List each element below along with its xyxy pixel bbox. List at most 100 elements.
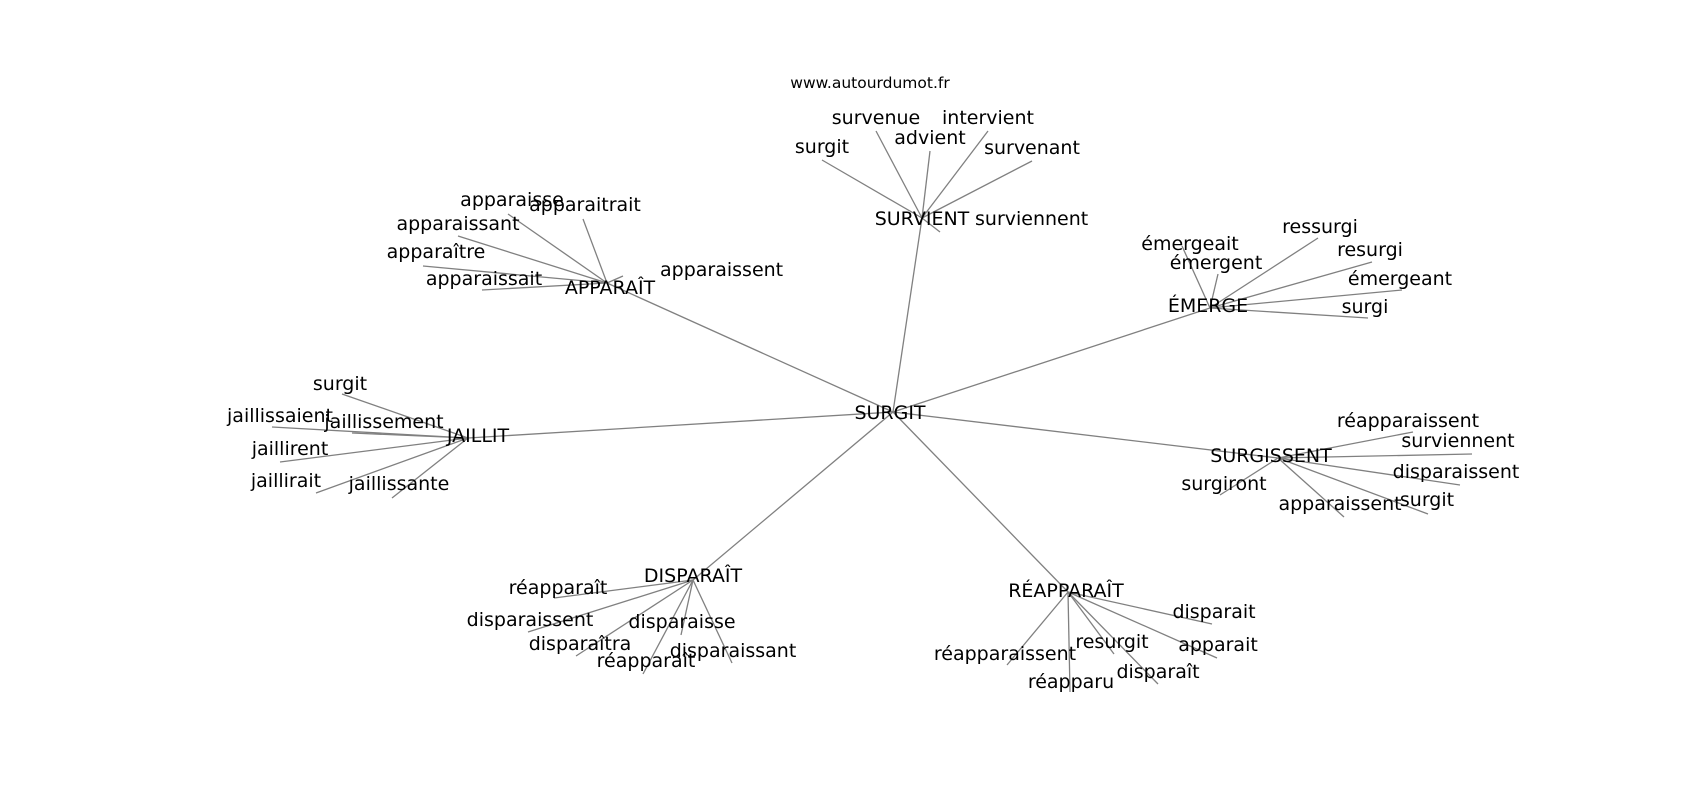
edges-layer — [271, 130, 1473, 693]
hub-to-leaf-edge — [507, 213, 608, 284]
hub-to-leaf-edge — [1006, 591, 1069, 666]
leaf-node-label[interactable]: advient — [894, 127, 965, 149]
leaf-node-label[interactable]: surgit — [313, 373, 367, 395]
hub-to-leaf-edge — [1277, 431, 1414, 459]
hub-to-leaf-edge — [1067, 591, 1071, 693]
leaf-node-label[interactable]: réapparaît — [509, 577, 608, 599]
leaf-node-label[interactable]: jaillissante — [348, 473, 450, 495]
leaf-node-label[interactable]: disparaisse — [628, 611, 735, 633]
center-to-hub-edge — [892, 307, 1211, 413]
hub-to-leaf-edge — [1067, 591, 1159, 685]
leaf-node-label[interactable]: disparaîtra — [529, 633, 632, 655]
source-label: www.autourdumot.fr — [790, 74, 950, 92]
leaf-node-label[interactable]: disparaissant — [670, 640, 797, 662]
hub-to-leaf-edge — [527, 579, 694, 633]
center-to-hub-edge — [692, 411, 894, 581]
leaf-node-label[interactable]: surviennent — [1401, 430, 1514, 452]
hub-to-leaf-edge — [1209, 237, 1319, 309]
hub-to-leaf-edge — [457, 235, 608, 284]
leaf-node-label[interactable]: surviennent — [975, 208, 1088, 230]
leaf-node-label[interactable]: survenue — [832, 107, 920, 129]
hub-to-leaf-edge — [341, 393, 469, 439]
center-node-label[interactable]: SURGIT — [854, 402, 925, 424]
hub-to-leaf-edge — [422, 265, 608, 284]
hub-node-label[interactable]: SURGISSENT — [1210, 445, 1332, 467]
leaf-node-label[interactable]: survenant — [984, 137, 1080, 159]
leaf-node-label[interactable]: disparait — [1172, 601, 1255, 623]
leaf-node-label[interactable]: apparaisse — [460, 189, 564, 211]
hub-to-leaf-edge — [1209, 307, 1369, 319]
hub-node-label[interactable]: RÉAPPARAÎT — [1008, 579, 1124, 602]
leaf-node-label[interactable]: intervient — [942, 107, 1034, 129]
hub-node-label[interactable]: JAILLIT — [446, 425, 510, 447]
leaf-node-label[interactable]: jaillirent — [251, 438, 329, 460]
leaf-node-label[interactable]: jaillissaient — [226, 405, 333, 427]
leaf-node-label[interactable]: surgiront — [1181, 473, 1266, 495]
leaf-node-label[interactable]: réapparaissent — [1337, 410, 1479, 432]
leaf-node-label[interactable]: réapparaissent — [934, 643, 1076, 665]
hub-to-leaf-edge — [606, 275, 624, 284]
leaf-node-label[interactable]: émergeait — [1141, 233, 1239, 255]
hub-to-leaf-edge — [582, 218, 608, 284]
leaf-node-label[interactable]: disparaissent — [1393, 461, 1520, 483]
leaf-node-label[interactable]: apparaissant — [396, 213, 519, 235]
hub-to-leaf-edge — [1209, 261, 1373, 309]
leaf-node-label[interactable]: apparaître — [387, 241, 486, 263]
leaf-node-label[interactable]: resurgit — [1075, 631, 1148, 653]
leaf-node-label[interactable]: ressurgi — [1282, 216, 1358, 238]
hub-to-leaf-edge — [875, 130, 923, 219]
hub-to-leaf-edge — [921, 217, 941, 233]
leaf-node-label[interactable]: surgit — [795, 136, 849, 158]
leaf-node-label[interactable]: réapparaît — [597, 650, 696, 672]
hub-to-leaf-edge — [1067, 591, 1218, 659]
hub-to-leaf-edge — [821, 159, 923, 219]
hub-to-leaf-edge — [921, 130, 989, 219]
leaf-node-label[interactable]: disparaît — [1116, 661, 1199, 683]
leaf-node-label[interactable]: apparaissent — [660, 259, 783, 281]
leaf-node-label[interactable]: apparait — [1178, 634, 1258, 656]
leaf-node-label[interactable]: réapparu — [1028, 671, 1114, 693]
hub-to-leaf-edge — [1067, 591, 1213, 625]
leaf-node-label[interactable]: émergent — [1170, 252, 1263, 274]
leaf-node-label[interactable]: surgi — [1342, 296, 1389, 318]
hub-node-label[interactable]: APPARAÎT — [565, 276, 656, 299]
hub-to-leaf-edge — [1067, 591, 1115, 655]
hub-to-leaf-edge — [1219, 457, 1279, 496]
hub-node-label[interactable]: ÉMERGE — [1168, 294, 1248, 317]
hub-node-label[interactable]: SURVIENT — [875, 208, 970, 230]
hub-to-leaf-edge — [575, 579, 694, 657]
center-to-hub-edge — [606, 282, 894, 413]
hub-to-leaf-edge — [351, 432, 469, 439]
hub-to-leaf-edge — [1277, 457, 1345, 518]
center-to-hub-edge — [892, 217, 923, 413]
hub-to-leaf-edge — [391, 437, 469, 499]
hub-to-leaf-edge — [481, 282, 608, 291]
leaf-node-label[interactable]: apparaissent — [1278, 493, 1401, 515]
hub-to-leaf-edge — [279, 437, 469, 463]
hub-to-leaf-edge — [692, 579, 733, 664]
leaf-node-label[interactable]: apparaitrait — [529, 194, 641, 216]
hub-to-leaf-edge — [553, 579, 694, 599]
leaf-node-label[interactable]: surgit — [1400, 489, 1454, 511]
hub-to-leaf-edge — [1277, 457, 1429, 515]
leaf-node-label[interactable]: disparaissent — [467, 609, 594, 631]
hub-to-leaf-edge — [680, 579, 694, 636]
hub-to-leaf-edge — [921, 150, 931, 219]
hub-to-leaf-edge — [1181, 245, 1211, 309]
leaf-node-label[interactable]: jaillissement — [323, 411, 443, 433]
leaf-node-label[interactable]: apparaissait — [426, 268, 542, 290]
hub-to-leaf-edge — [1209, 289, 1403, 309]
hub-node-label[interactable]: DISPARAÎT — [644, 564, 743, 587]
hub-to-leaf-edge — [1277, 457, 1461, 486]
leaf-node-label[interactable]: resurgi — [1337, 239, 1403, 261]
hub-to-leaf-edge — [315, 437, 469, 494]
hub-to-leaf-edge — [1277, 453, 1473, 459]
leaf-node-label[interactable]: émergeant — [1348, 268, 1452, 290]
center-to-hub-edge — [892, 411, 1279, 459]
hub-to-leaf-edge — [921, 160, 1033, 219]
leaf-node-label[interactable]: jaillirait — [250, 470, 321, 492]
hub-to-leaf-edge — [642, 579, 694, 675]
hub-to-leaf-edge — [1209, 273, 1219, 309]
labels-layer: www.autourdumot.fr SURVIENT survenue inter… — [226, 74, 1519, 693]
